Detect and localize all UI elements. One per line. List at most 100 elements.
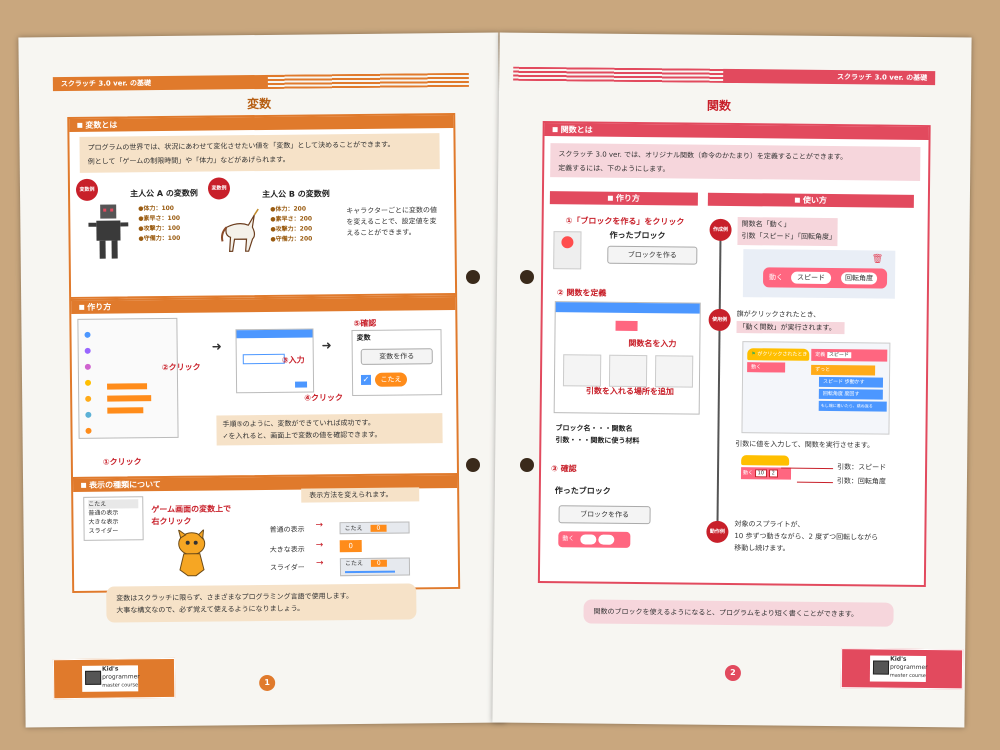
header-text: スクラッチ 3.0 ver. の基礎 <box>836 73 928 83</box>
char-b-stats: ●体力：200 ●素早さ：200 ●攻撃力：200 ●守備力：200 <box>270 205 313 243</box>
make-block-category[interactable] <box>553 231 582 270</box>
normal-readout: こたえ 0 <box>339 521 410 535</box>
step2-label: ②クリック <box>161 362 201 373</box>
make-block-button[interactable]: ブロックを作る <box>607 245 698 265</box>
right-click-instruction-2: 右クリック <box>151 516 192 527</box>
run-block-mock: 動く 10 2 <box>740 455 793 486</box>
robot-icon <box>88 204 129 259</box>
scratch-palette-mock <box>77 317 179 439</box>
slider-readout[interactable]: こたえ 0 <box>339 557 411 577</box>
make-step2: ② 関数を定義 <box>556 288 607 298</box>
step3-label: ③入力 <box>281 355 305 365</box>
page-number: 1 <box>259 674 276 692</box>
logo: Kid's programmer master course <box>52 657 176 700</box>
success-note-2: ✓を入れると、画面上で変数の値を確認できます。 <box>222 430 382 441</box>
page-left: スクラッチ 3.0 ver. の基礎 変数 変数とは プログラムの世界では、状況… <box>18 32 506 728</box>
arg-label-2: 引数：回転角度 <box>836 477 886 486</box>
unicorn-icon <box>221 208 259 252</box>
custom-block-mini: 動く <box>558 531 631 548</box>
fn-def-line1: 関数名「動く」 <box>741 220 791 229</box>
logo-computer-icon <box>85 670 102 685</box>
logo: Kid's programmer master course <box>840 648 964 690</box>
create-example-badge: 作成例 <box>709 218 732 241</box>
arg-label-1: 引数：スピード <box>837 463 887 472</box>
section-variable: 変数とは プログラムの世界では、状況にあわせて変化させたい値を「変数」として決め… <box>67 112 458 300</box>
arrow-right-icon: ➜ <box>321 338 332 353</box>
section-function: 関数とは スクラッチ 3.0 ver. では、オリジナル関数（命令のかたまり）を… <box>537 121 931 588</box>
section-heading: 作り方 <box>71 296 456 314</box>
header-bar: スクラッチ 3.0 ver. の基礎 <box>52 74 284 92</box>
use-example-badge: 使用例 <box>708 308 731 331</box>
step1-label: ①クリック <box>102 457 142 467</box>
made-block-label-2: 作ったブロック <box>554 486 611 496</box>
display-row-large: 大きな表示 <box>269 545 305 554</box>
make-step1: ①「ブロックを作る」をクリック <box>565 216 685 227</box>
page-number: 2 <box>724 664 742 682</box>
example-badge-b: 変数例 <box>207 177 231 200</box>
page-right: スクラッチ 3.0 ver. の基礎 関数 関数とは スクラッチ 3.0 ver… <box>492 32 972 728</box>
script-area-mock: ⚑ がクリックされたとき 動く 定義 スピード ずっと スピード 歩動かす 回転… <box>741 341 891 435</box>
right-click-instruction-1: ゲーム画面の変数上で <box>151 504 232 515</box>
success-note-1: 手順⑤のように、変数ができていれば成功です。 <box>222 418 375 429</box>
char-a-stats: ●体力：100 ●素早さ：100 ●攻撃力：100 ●守備力：100 <box>138 204 181 243</box>
binder-hole <box>466 458 480 472</box>
page-title: 関数 <box>706 98 731 113</box>
result-line2: 10 歩ずつ動きながら、2 度ずつ回転しながら <box>734 532 879 542</box>
action-example-badge: 動作例 <box>706 520 729 543</box>
footer-note: 関数のブロックを使えるようになると、プログラムをより短く書くことができます。 <box>583 599 894 627</box>
change-display-text: 表示方法を変えられます。 <box>309 490 393 500</box>
section-heading: 変数とは <box>69 114 454 133</box>
made-block-label: 作ったブロック <box>609 230 666 241</box>
variable-panel-mock: 変数 変数を作る ✓ こたえ <box>351 329 443 397</box>
header-text: スクラッチ 3.0 ver. の基礎 <box>60 79 152 89</box>
char-b-title: 主人公 B の変数例 <box>262 189 330 199</box>
trash-icon[interactable]: 🗑 <box>871 254 884 265</box>
char-a-title: 主人公 A の変数例 <box>129 188 198 199</box>
header-stripes <box>267 72 469 89</box>
arrow-right-icon: → <box>315 540 324 551</box>
make-block-button-2[interactable]: ブロックを作る <box>558 505 651 525</box>
custom-block-panel: 🗑 動く スピード 回転角度 <box>742 249 896 299</box>
arrow-right-icon: ➜ <box>211 339 222 354</box>
arrow-right-icon: → <box>315 558 324 569</box>
legend-2: 引数・・・関数に使う材料 <box>555 436 640 446</box>
make-variable-button[interactable]: 変数を作る <box>360 348 433 365</box>
large-readout: 0 <box>339 539 362 553</box>
function-name-label: 関数名を入力 <box>628 338 677 349</box>
context-menu-mock: こたえ 普通の表示 大きな表示 スライダー <box>83 496 144 541</box>
checkbox-icon[interactable]: ✓ <box>360 374 372 385</box>
timeline-line <box>716 220 722 539</box>
make-step3: ③ 確認 <box>551 464 577 474</box>
flag-line1: 旗がクリックされたとき、 <box>736 310 821 319</box>
define-function-dialog-mock <box>553 301 701 415</box>
display-row-normal: 普通の表示 <box>269 525 305 534</box>
header-bar: スクラッチ 3.0 ver. の基礎 <box>723 68 936 86</box>
variable-description: キャラクターごとに変数の値を変えることで、設定値を変えることができます。 <box>346 206 438 238</box>
arg-arrow-2 <box>796 481 833 484</box>
page-title: 変数 <box>247 96 272 112</box>
result-line3: 移動し続けます。 <box>734 544 790 553</box>
use-heading: 使い方 <box>707 192 914 208</box>
footer-note: 変数はスクラッチに限らず、さまざまなプログラミング言語で使用します。 大事な構文… <box>106 583 417 623</box>
scratch-cat-icon <box>177 529 206 577</box>
example-badge-a: 変数例 <box>75 178 99 201</box>
legend-1: ブロック名・・・関数名 <box>555 424 633 433</box>
binder-hole <box>466 270 480 284</box>
flag-line2: 「動く関数」が実行されます。 <box>738 323 836 333</box>
display-row-slider: スライダー <box>269 563 305 572</box>
binder-hole <box>520 458 534 472</box>
fn-def-line2: 引数「スピード」「回転角度」 <box>741 232 837 242</box>
args-label: 引数を入れる場所を追加 <box>585 386 674 397</box>
arrow-right-icon: → <box>315 520 324 531</box>
step5-label: ⑤確認 <box>353 318 377 329</box>
header-stripes <box>513 66 740 84</box>
section-howto: 作り方 ②クリック ➜ ③入力 ④クリック ➜ ⑤確認 変数 変数を作る <box>69 294 460 480</box>
make-heading: 作り方 <box>549 191 698 206</box>
section-display-types: 表示の種類について こたえ 普通の表示 大きな表示 スライダー ゲーム画面の変数… <box>71 472 461 593</box>
section-heading: 関数とは <box>544 123 929 141</box>
flag-icon: ⚑ <box>751 351 756 358</box>
binder-hole <box>520 270 534 284</box>
kotae-block: こたえ <box>374 372 408 387</box>
step4-label: ④クリック <box>304 393 344 403</box>
run-line: 引数に値を入力して、関数を実行させます。 <box>735 440 875 450</box>
